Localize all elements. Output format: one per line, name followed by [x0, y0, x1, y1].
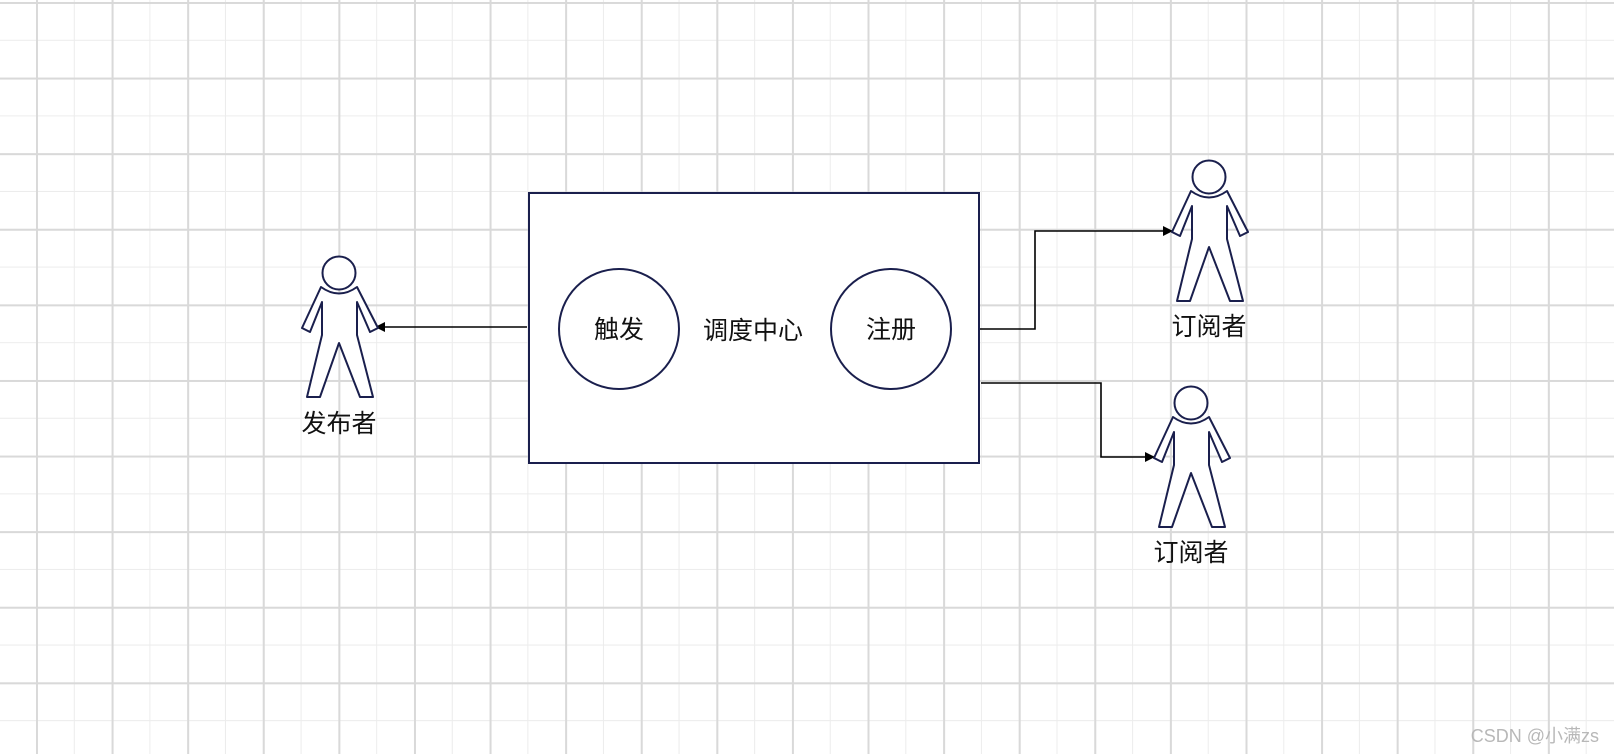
subscriber-top-label: 订阅者 — [1171, 312, 1246, 341]
watermark: CSDN @小满zs — [1471, 726, 1599, 746]
publisher-actor-icon[interactable] — [301, 255, 379, 398]
register-label: 注册 — [866, 315, 916, 344]
publisher-label: 发布者 — [301, 409, 376, 438]
register-circle[interactable] — [830, 268, 952, 390]
trigger-label: 触发 — [594, 315, 644, 344]
trigger-circle[interactable] — [558, 268, 680, 390]
scheduler-label: 调度中心 — [703, 316, 803, 345]
arrow-to-subscriber-top[interactable] — [980, 226, 1173, 330]
subscriber-bottom-actor-icon[interactable] — [1153, 385, 1231, 528]
arrow-to-subscriber-bottom[interactable] — [981, 382, 1155, 462]
subscriber-top-actor-icon[interactable] — [1171, 159, 1249, 302]
subscriber-bottom-label: 订阅者 — [1153, 538, 1228, 567]
